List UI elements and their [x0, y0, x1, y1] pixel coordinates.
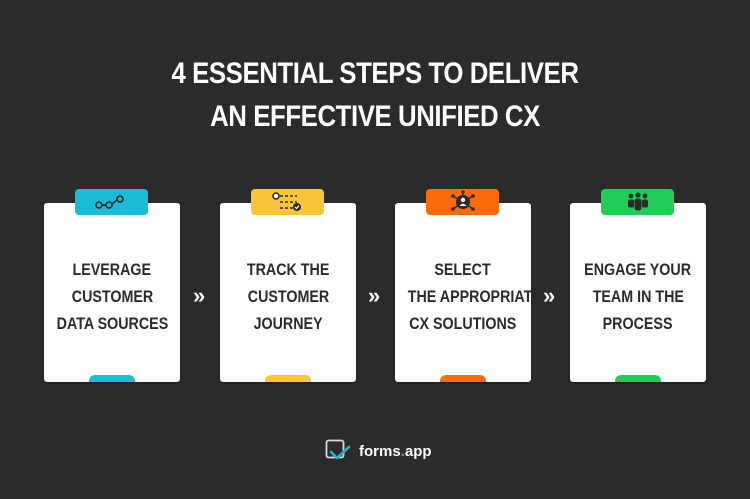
network-user-icon — [450, 190, 475, 211]
step-card-3: SELECT THE APPROPRIATE CX SOLUTIONS — [395, 189, 542, 382]
next-arrow-icon: » — [193, 283, 206, 308]
logo-wordmark: forms.app — [359, 442, 432, 460]
step-1-footer-bar — [89, 375, 135, 382]
forms-app-check-icon — [325, 439, 351, 460]
step-3-footer-bar — [440, 375, 486, 382]
next-arrow-icon: » — [543, 283, 556, 308]
nodes-path-icon — [94, 195, 124, 209]
step-card-1: LEVERAGE CUSTOMER DATA SOURCES — [44, 189, 180, 382]
step-3-text: SELECT THE APPROPRIATE CX SOLUTIONS — [407, 260, 542, 333]
step-2-tab — [251, 189, 324, 215]
page-title: 4 ESSENTIAL STEPS TO DELIVER AN EFFECTIV… — [53, 52, 698, 138]
title-line-2: AN EFFECTIVE UNIFIED CX — [210, 100, 540, 133]
title-line-1: 4 ESSENTIAL STEPS TO DELIVER — [171, 57, 579, 90]
step-4-footer-bar — [615, 375, 661, 382]
step-3-tab — [426, 189, 499, 215]
next-arrow-icon: » — [368, 283, 381, 308]
step-2-footer-bar — [265, 375, 311, 382]
step-1-text: LEVERAGE CUSTOMER DATA SOURCES — [56, 260, 168, 333]
step-card-4: ENGAGE YOUR TEAM IN THE PROCESS — [570, 189, 706, 382]
step-card-2: TRACK THE CUSTOMER JOURNEY — [220, 189, 356, 382]
step-2-text: TRACK THE CUSTOMER JOURNEY — [246, 260, 330, 333]
journey-checklist-icon — [271, 192, 301, 211]
step-4-text: ENGAGE YOUR TEAM IN THE PROCESS — [584, 260, 692, 333]
step-4-tab — [601, 189, 674, 215]
step-1-tab — [75, 189, 148, 215]
team-icon — [627, 192, 648, 211]
forms-app-logo: forms.app — [325, 439, 432, 463]
